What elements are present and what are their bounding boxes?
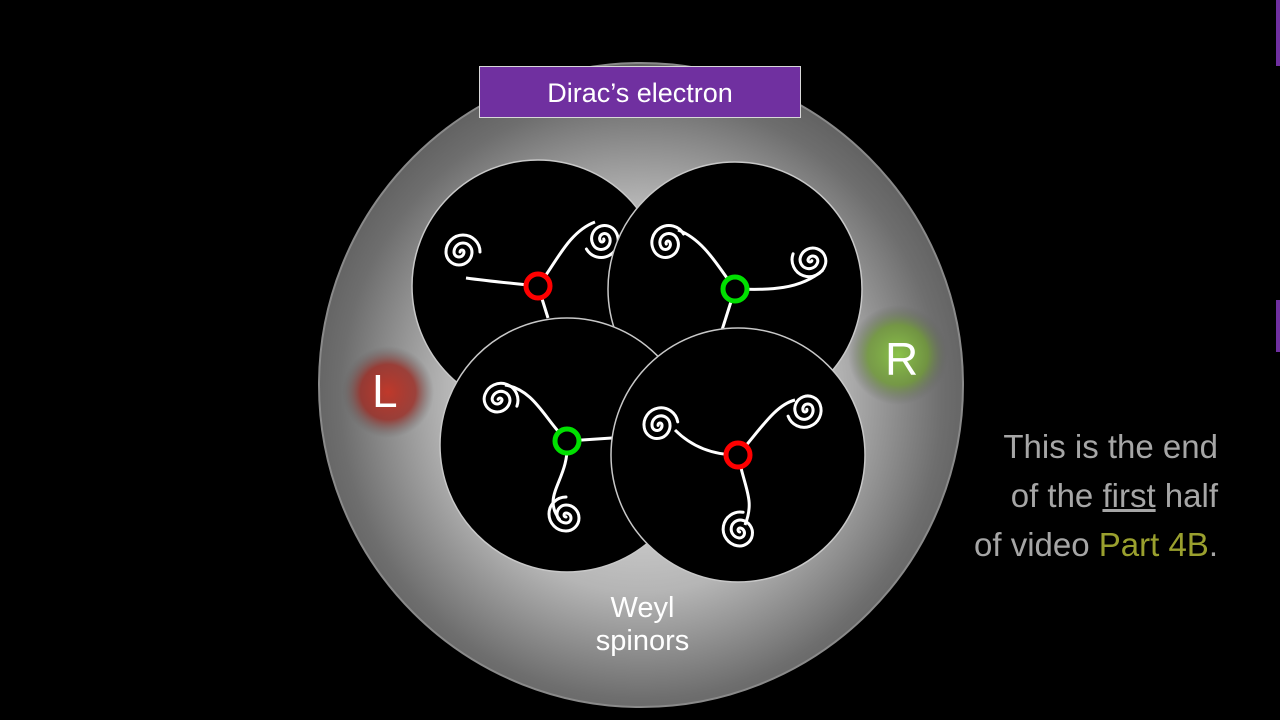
note-highlight: Part 4B: [1098, 526, 1209, 563]
note-line-3-pre: of video: [974, 526, 1099, 563]
right-glow: [848, 305, 948, 405]
note-line-1: This is the end: [1003, 428, 1218, 465]
note-line-2: of the first half: [930, 471, 1218, 520]
left-glow: [342, 346, 434, 438]
note-underlined-word: first: [1102, 477, 1156, 514]
title-box: Dirac’s electron: [479, 66, 801, 118]
node-green-icon: [552, 426, 582, 456]
node-red-icon: [723, 440, 753, 470]
edge-tab-top: [1276, 0, 1280, 66]
node-red-icon: [523, 271, 553, 301]
caption: Weyl spinors: [595, 592, 690, 657]
note-line-2-post: half: [1155, 477, 1218, 514]
edge-tab-mid: [1276, 300, 1280, 352]
note-line-3: of video Part 4B.: [930, 520, 1218, 569]
note-line-2-pre: of the: [1010, 477, 1103, 514]
left-label: L: [372, 365, 398, 417]
node-green-icon: [720, 274, 750, 304]
spinor-bottom-right: [610, 327, 866, 583]
end-note: This is the end of the first half of vid…: [930, 422, 1218, 569]
right-label: R: [885, 333, 919, 385]
note-line-3-post: .: [1208, 526, 1218, 563]
